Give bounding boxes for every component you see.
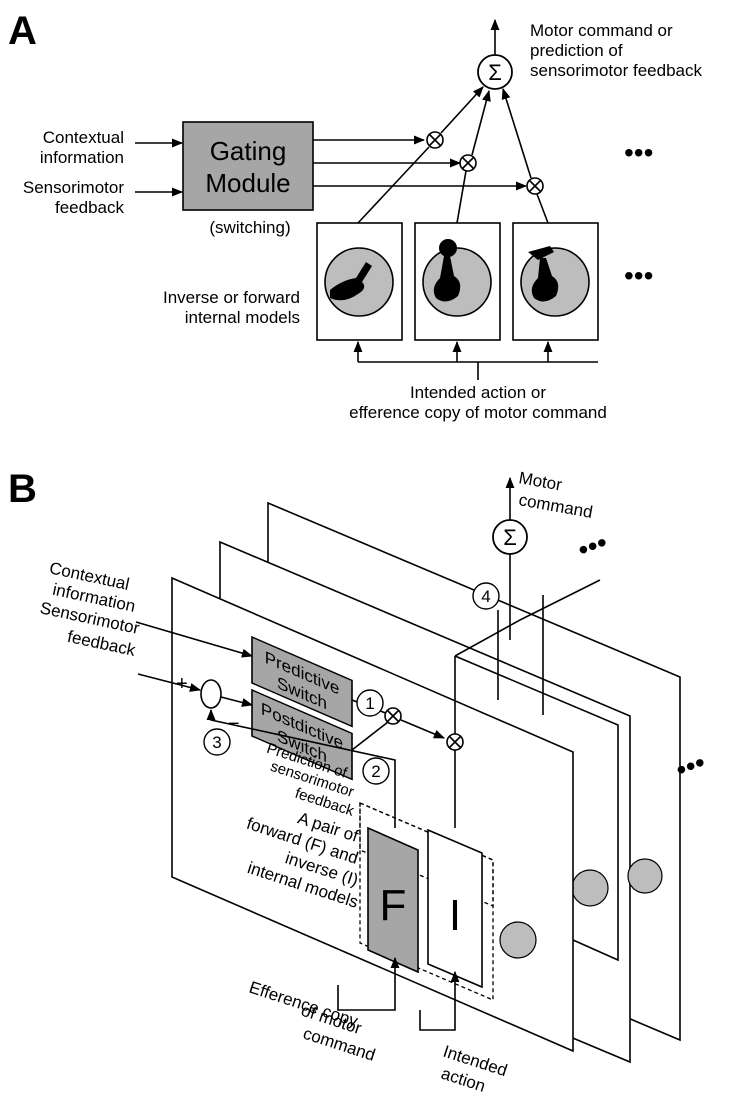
module-out-2 [456,170,467,224]
step-4-label: 4 [481,587,490,606]
step-2-marker [362,757,390,785]
step-4-marker [472,582,500,610]
prediction-feedback-line [206,708,396,828]
inner-plane-edge [454,655,619,962]
panel-a-label: A [8,9,37,53]
sum-symbol-b: Σ [503,525,517,550]
forward-model-label: F [380,881,407,930]
module-out-3 [536,193,549,224]
ellipsis-a-bottom: ••• [624,260,653,291]
step-3-marker [203,728,231,756]
mult-sum-arrow-1 [440,86,484,134]
output-label-b-2: command [517,490,594,522]
ellipsis-a-top: ••• [624,137,653,168]
ellipsis-b-top: ••• [573,526,611,565]
multiplier-1-a [426,131,444,149]
gating-subtitle: (switching) [209,218,290,237]
models-label-1: Inverse or forward [163,288,300,307]
input-contextual-a-2: information [40,148,124,167]
inverse-model-box [427,828,483,989]
comparator-node [200,679,222,709]
intended-arrow-b [419,970,460,1031]
hand-tool-module-icon [499,921,537,959]
hammer-module-icon [627,858,663,894]
plus-sign: + [176,673,188,695]
multiplier-1-b [384,707,402,725]
output-label-a-2: prediction of [530,41,623,60]
step-1-marker [356,689,384,717]
inverse-model-label: I [449,891,461,940]
multiplier-2-b [446,733,464,751]
panel-b-label: B [8,467,37,511]
gating-title-1: Gating [210,136,287,166]
sum-node-a: Σ [477,54,513,90]
step-2-label: 2 [371,762,380,781]
feedback-arrow-b [137,673,202,692]
module-box-1 [316,222,403,341]
intended-label-a-1: Intended action or [410,383,546,402]
hammer-icon [528,246,554,260]
module-out-1 [357,146,430,224]
postdictive-switch: Postdictive Switch [251,688,353,781]
racket-module-icon [571,869,609,907]
efference-arrow [337,956,400,1011]
input-contextual-a-1: Contextual [43,128,124,147]
hand-grip-icon-3 [531,258,559,302]
input-feedback-a-2: feedback [55,198,124,217]
contextual-arrow-b [135,621,254,658]
panel-b: B Σ Motor command ••• ••• 4 Contextual i… [8,467,710,1096]
forward-model-box [367,826,419,974]
input-feedback-a-1: Sensorimotor [23,178,124,197]
module-box-3 [512,222,599,341]
sum-symbol-a: Σ [488,60,502,85]
multiplier-2-a [459,154,477,172]
module-box-2 [414,222,501,341]
gating-module: Gating Module [182,121,314,211]
mult-sum-arrow-3 [501,87,532,179]
sum-node-b: Σ [492,519,528,555]
model-pair-outline [359,802,494,1001]
models-label-2: internal models [185,308,300,327]
output-label-a-3: sensorimotor feedback [530,61,702,80]
intended-label-a-2: efference copy of motor command [349,403,607,422]
minus-sign: − [228,713,240,735]
racket-icon [439,239,457,257]
hand-grip-icon-2 [433,256,461,302]
hand-tool-icon-1 [330,262,372,301]
output-label-a-1: Motor command or [530,21,673,40]
mult-sum-arrow-2 [471,89,491,156]
gating-title-2: Module [205,168,290,198]
panel-a: A Σ Motor command or prediction of senso… [8,9,702,422]
step-1-label: 1 [365,694,374,713]
multiplier-3-a [526,177,544,195]
step-3-label: 3 [212,733,221,752]
